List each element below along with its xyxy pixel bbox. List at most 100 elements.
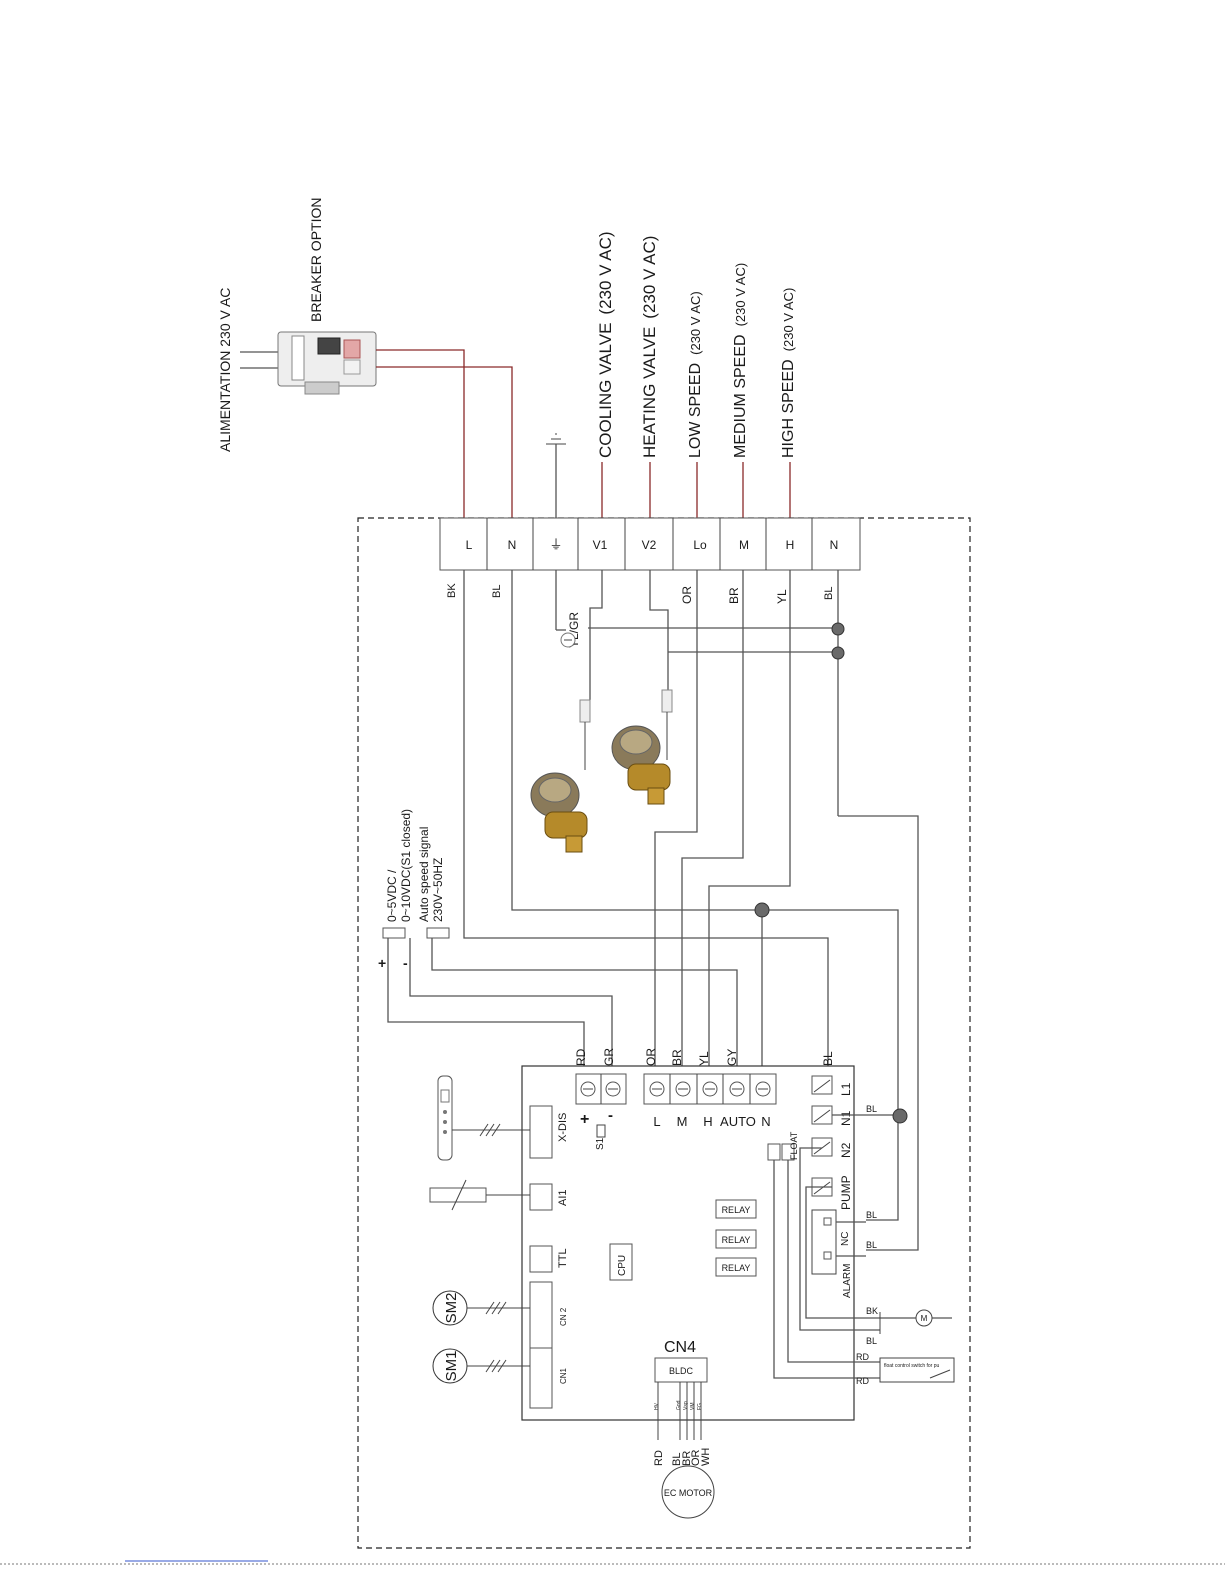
label-rd-1: RD [856, 1352, 869, 1362]
ai1-connector [529, 1183, 553, 1211]
signal-desc-line3: Auto speed signal [417, 827, 431, 922]
pump-motor-label: M [921, 1314, 928, 1323]
alarm-pin [823, 1251, 832, 1260]
speed-term-h: H [703, 1114, 712, 1129]
board-wire-gr: GR [602, 1048, 616, 1066]
wire-breaker-to-n [376, 366, 513, 520]
ec-motor-label: EC MOTOR [664, 1488, 713, 1498]
label-rd-2: RD [856, 1376, 869, 1386]
breaker-icon [277, 331, 377, 395]
cpu-label: CPU [617, 1255, 628, 1276]
signal-terminal-auto [426, 927, 450, 939]
pump-motor-icon [915, 1309, 933, 1327]
speed-screw-terminals [643, 1073, 777, 1105]
relay-1-label: RELAY [722, 1205, 751, 1215]
signal-desc-line1: 0~5VDC / [385, 869, 399, 922]
wire-float-1 [773, 1160, 880, 1379]
speed-term-m: M [677, 1114, 688, 1129]
wire-label-br: BR [727, 587, 741, 604]
relay-box-3 [715, 1257, 757, 1277]
high-speed-label: HIGH SPEED(230 V AC) [780, 288, 797, 458]
cpu-chip [609, 1243, 633, 1281]
junction-node [892, 1108, 908, 1124]
wire-alarm-bl [838, 815, 919, 1251]
relay-3-label: RELAY [722, 1263, 751, 1273]
wire-label-bl2: BL [823, 587, 835, 600]
signal-minus: - [403, 955, 408, 971]
cn1-label: CN1 [559, 1367, 568, 1384]
float-label: FLOAT [789, 1131, 799, 1160]
terminal-lo: Lo [693, 538, 707, 552]
wire-auto-signal [431, 938, 738, 1074]
wire-v1-valve [589, 570, 603, 700]
svg-text:FG: FG [697, 1403, 703, 1410]
float-switch-label: float control switch for pu [884, 1363, 940, 1369]
svg-text:Vsp: Vsp [683, 1401, 689, 1410]
label-bl-m: BL [866, 1336, 877, 1346]
board-wire-gy: GY [725, 1049, 739, 1066]
signal-desc-line4: 230V~50HZ [431, 858, 445, 922]
relay-n2-label: N2 [839, 1142, 853, 1158]
signal-terminal-0-10v [382, 927, 406, 939]
ttl-label: TTL [557, 1248, 569, 1268]
main-terminal-block: L N ⏚ V1 V2 Lo M H N [439, 517, 861, 571]
terminal-v2: V2 [642, 538, 657, 552]
svg-text:BL: BL [671, 1453, 683, 1466]
speed-term-auto: AUTO [720, 1114, 756, 1129]
board-plus: + [580, 1111, 589, 1128]
sm1-label: SM1 [443, 1351, 460, 1382]
label-bl-nc: BL [866, 1240, 877, 1250]
label-bl-n1: BL [866, 1104, 877, 1114]
earth-symbol-icon [546, 433, 566, 520]
relay-l1-label: L1 [839, 1082, 853, 1096]
ttl-connector [529, 1245, 553, 1273]
wire-float-2 [787, 1160, 880, 1363]
temperature-sensor-icon [429, 1179, 487, 1211]
terminal-earth: ⏚ [549, 537, 562, 552]
medium-speed-label: MEDIUM SPEED(230 V AC) [732, 263, 749, 458]
signal-plus: + [378, 955, 386, 971]
board-minus: - [608, 1107, 613, 1124]
alarm-nc-label: NC [840, 1232, 851, 1246]
relay-box-2 [715, 1229, 757, 1249]
svg-text:HV: HV [654, 1402, 660, 1410]
wire-h-yl [708, 570, 791, 1074]
sm2-label: SM2 [443, 1293, 460, 1324]
cn2-label: CN 2 [559, 1307, 568, 1326]
cn2-connector [529, 1281, 553, 1349]
svg-text:VM: VM [690, 1403, 696, 1411]
cn1-connector [529, 1347, 553, 1409]
terminal-n2: N [830, 538, 839, 552]
relay-2-label: RELAY [722, 1235, 751, 1245]
alimentation-label: ALIMENTATION 230 V AC [217, 288, 233, 452]
heating-valve-label: HEATING VALVE(230 V AC) [640, 236, 659, 458]
heating-valve-icon [611, 689, 673, 805]
board-wire-br: BR [670, 1049, 684, 1066]
x-dis-label: X-DIS [557, 1113, 569, 1142]
alarm-label: ALARM [842, 1264, 853, 1298]
terminal-block-frame [439, 517, 861, 571]
relay-box-1 [715, 1199, 757, 1219]
signal-desc-line2: 0~10VDC(S1 closed) [399, 809, 413, 922]
label-bl-pump: BL [866, 1210, 877, 1220]
junction-node [754, 902, 770, 918]
relay-pump-label: PUMP [839, 1175, 853, 1210]
svg-text:RD: RD [653, 1450, 665, 1466]
breaker-option-label: BREAKER OPTION [308, 198, 324, 322]
cn4-label: CN4 [664, 1339, 696, 1356]
speed-term-n: N [761, 1114, 770, 1129]
x-dis-connector [529, 1105, 553, 1159]
wire-v2-valve [649, 570, 669, 690]
wire-n-bl [511, 570, 762, 911]
terminal-v1: V1 [593, 538, 608, 552]
earth-terminal-icon [555, 570, 576, 648]
bldc-label: BLDC [669, 1366, 694, 1376]
terminal-n: N [508, 538, 517, 552]
board-wire-bl: BL [821, 1051, 835, 1066]
wire-pump-bl [799, 1147, 880, 1331]
alarm-contact-box [811, 1209, 837, 1275]
x-dis-display-icon [437, 1075, 453, 1161]
wire-label-or: OR [680, 586, 694, 604]
board-wire-rd: RD [574, 1048, 588, 1066]
